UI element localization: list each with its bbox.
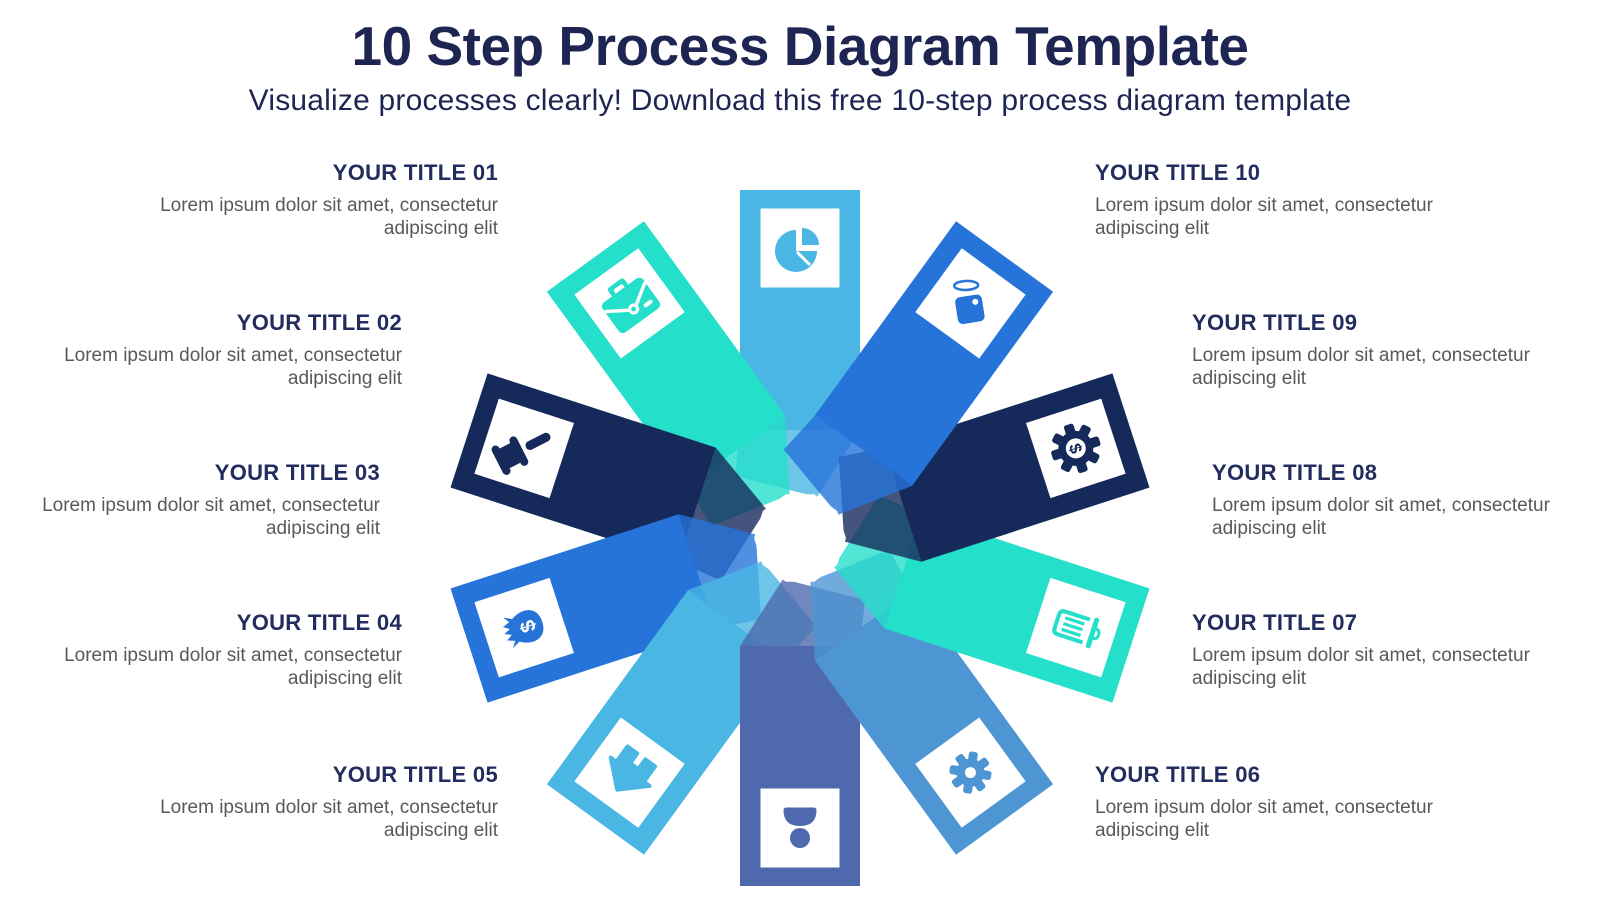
step-title: YOUR TITLE 09: [1192, 310, 1358, 335]
step-06-block: YOUR TITLE 06 Lorem ipsum dolor sit amet…: [1095, 762, 1475, 843]
pinwheel-svg: $ $: [450, 190, 1150, 886]
step-description: Lorem ipsum dolor sit amet, consectetur …: [64, 345, 402, 390]
step-01-block: YOUR TITLE 01 Lorem ipsum dolor sit amet…: [118, 160, 498, 241]
step-description: Lorem ipsum dolor sit amet, consectetur …: [1212, 495, 1550, 540]
arm-step-05: [546, 561, 817, 855]
page-subtitle: Visualize processes clearly! Download th…: [248, 84, 1352, 117]
dollar-gear-icon: $: [1051, 423, 1101, 474]
step-description: Lorem ipsum dolor sit amet, consectetur …: [1095, 797, 1433, 842]
step-title: YOUR TITLE 01: [332, 160, 498, 185]
arm-step-02: [546, 221, 790, 527]
step-description: Lorem ipsum dolor sit amet, consectetur …: [1192, 345, 1530, 390]
arm-step-10: [783, 221, 1054, 515]
gavel-icon: [491, 432, 551, 475]
page-title: 10 Step Process Diagram Template: [351, 15, 1249, 77]
person-icon: [783, 807, 817, 848]
step-03-block: YOUR TITLE 03 Lorem ipsum dolor sit amet…: [0, 460, 380, 541]
gear-icon: [949, 751, 992, 794]
step-description: Lorem ipsum dolor sit amet, consectetur …: [1095, 195, 1433, 240]
step-05-block: YOUR TITLE 05 Lorem ipsum dolor sit amet…: [118, 762, 498, 843]
step-description: Lorem ipsum dolor sit amet, consectetur …: [160, 195, 498, 240]
step-08-block: YOUR TITLE 08 Lorem ipsum dolor sit amet…: [1212, 460, 1592, 541]
process-pinwheel-diagram: $ $: [420, 158, 1180, 900]
step-title: YOUR TITLE 02: [236, 310, 402, 335]
step-description: Lorem ipsum dolor sit amet, consectetur …: [64, 645, 402, 690]
step-title: YOUR TITLE 08: [1212, 460, 1378, 485]
center-hole: [754, 494, 846, 582]
step-description: Lorem ipsum dolor sit amet, consectetur …: [160, 797, 498, 842]
step-title: YOUR TITLE 10: [1095, 160, 1261, 185]
briefcase-icon: [601, 277, 661, 334]
step-04-block: YOUR TITLE 04 Lorem ipsum dolor sit amet…: [22, 610, 402, 691]
header: 10 Step Process Diagram Template Visuali…: [0, 0, 1600, 118]
icon-box: [760, 208, 840, 288]
pie-chart-icon: [775, 228, 819, 272]
step-title: YOUR TITLE 07: [1192, 610, 1358, 635]
step-02-block: YOUR TITLE 02 Lorem ipsum dolor sit amet…: [22, 310, 402, 391]
step-title: YOUR TITLE 03: [214, 460, 380, 485]
step-title: YOUR TITLE 06: [1095, 762, 1261, 787]
step-07-block: YOUR TITLE 07 Lorem ipsum dolor sit amet…: [1192, 610, 1572, 691]
step-title: YOUR TITLE 05: [332, 762, 498, 787]
trash-can-icon: [1052, 609, 1101, 649]
price-tag-icon: [952, 279, 985, 325]
arm-blade: [783, 415, 913, 515]
step-10-block: YOUR TITLE 10 Lorem ipsum dolor sit amet…: [1095, 160, 1475, 241]
step-description: Lorem ipsum dolor sit amet, consectetur …: [1192, 645, 1530, 690]
step-09-block: YOUR TITLE 09 Lorem ipsum dolor sit amet…: [1192, 310, 1572, 391]
money-bag-icon: $: [503, 610, 544, 649]
home-icon: [608, 744, 658, 792]
step-title: YOUR TITLE 04: [236, 610, 402, 635]
icon-box: [474, 398, 574, 499]
step-description: Lorem ipsum dolor sit amet, consectetur …: [42, 495, 380, 540]
